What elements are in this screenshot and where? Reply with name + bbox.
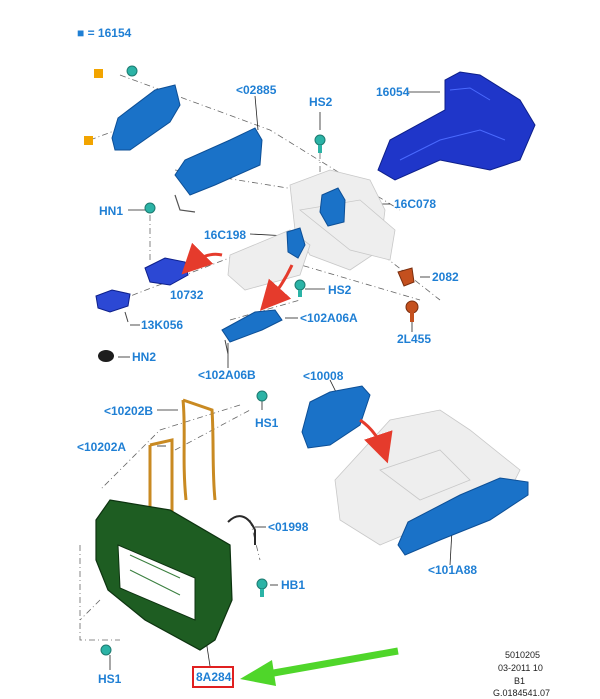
part-2L455 bbox=[405, 300, 419, 322]
label-10202a: <10202A bbox=[77, 440, 127, 454]
part-102A06-bracket bbox=[221, 309, 283, 355]
label-hs1-upper: HS1 bbox=[255, 416, 279, 430]
part-10202-seals bbox=[148, 398, 217, 525]
part-16C078-bracket bbox=[319, 187, 346, 227]
highlighted-part-box: 8A284 bbox=[192, 666, 234, 688]
meta-code-3: B1 bbox=[514, 676, 526, 686]
label-10202b: <10202B bbox=[104, 404, 154, 418]
label-10732: 10732 bbox=[170, 288, 204, 302]
label-hs1-lower: HS1 bbox=[98, 672, 122, 686]
label-hb1: HB1 bbox=[281, 578, 306, 592]
part-10732-bracket bbox=[144, 257, 189, 286]
label-02885: <02885 bbox=[236, 83, 277, 97]
part-2082 bbox=[397, 267, 415, 287]
label-hn2: HN2 bbox=[132, 350, 157, 364]
label-102a06b: <102A06B bbox=[198, 368, 256, 382]
part-101A88-rail bbox=[397, 477, 529, 556]
label-hs2-top: HS2 bbox=[309, 95, 333, 109]
legend-text: ■ = 16154 bbox=[77, 25, 132, 40]
part-02885-bracket bbox=[111, 84, 263, 213]
label-13k056: 13K056 bbox=[141, 318, 184, 332]
meta-code-4: G.0184541.07 bbox=[493, 688, 551, 698]
label-102a06a: <102A06A bbox=[300, 311, 358, 325]
label-101a88: <101A88 bbox=[428, 563, 478, 577]
part-16C198-bracket bbox=[286, 227, 306, 259]
part-01998-cable bbox=[227, 515, 256, 545]
fasteners-top bbox=[84, 65, 326, 297]
part-16054-rail bbox=[377, 71, 536, 181]
label-01998: <01998 bbox=[268, 520, 309, 534]
label-8a284: 8A284 bbox=[196, 670, 232, 684]
part-HN2 bbox=[98, 350, 114, 362]
part-10008-bracket bbox=[301, 385, 371, 449]
meta-code-1: 5010205 bbox=[505, 650, 541, 660]
fasteners-lower bbox=[100, 390, 268, 656]
label-2l455: 2L455 bbox=[397, 332, 432, 346]
red-arrows-upper bbox=[181, 242, 294, 311]
label-16c198: 16C198 bbox=[204, 228, 247, 242]
part-13K056-bracket bbox=[95, 289, 131, 323]
label-16054: 16054 bbox=[376, 85, 410, 99]
green-callout-arrow bbox=[240, 647, 399, 686]
meta-code-2: 03-2011 10 bbox=[498, 663, 543, 673]
label-10008: <10008 bbox=[303, 369, 344, 383]
label-hs2-mid: HS2 bbox=[328, 283, 352, 297]
legend: ■ = 16154 bbox=[74, 24, 132, 40]
part-8A284-radiator-support bbox=[95, 499, 233, 651]
label-hn1: HN1 bbox=[99, 204, 124, 218]
label-2082: 2082 bbox=[432, 270, 459, 284]
red-arrow-lower bbox=[359, 418, 393, 464]
label-16c078: 16C078 bbox=[394, 197, 437, 211]
ghost-frame-upper bbox=[227, 169, 396, 291]
